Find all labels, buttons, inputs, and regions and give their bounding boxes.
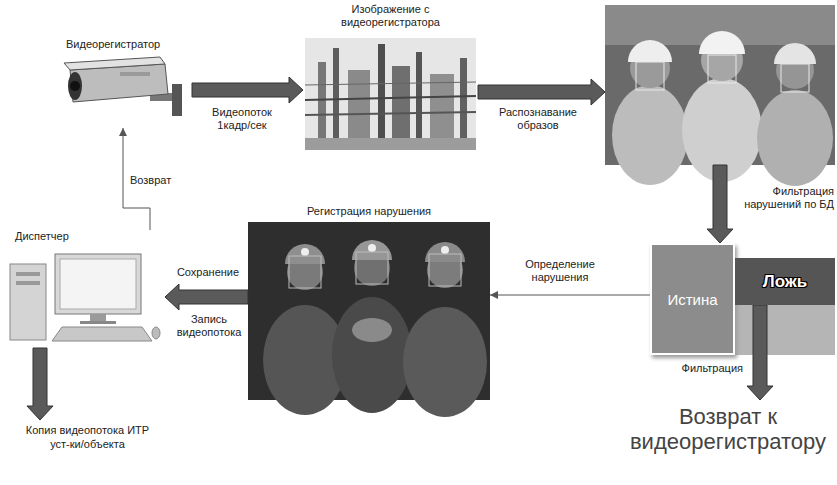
block-arrow bbox=[707, 165, 733, 243]
camera-node: Видеорегистратор bbox=[58, 38, 192, 128]
recognition-photo-part bbox=[774, 43, 816, 64]
plant-picture-part bbox=[318, 62, 326, 142]
true-box: Истина bbox=[650, 243, 735, 355]
node-text: Истина bbox=[667, 291, 717, 308]
camera-picture-part bbox=[70, 64, 168, 102]
recognition-photo-part bbox=[628, 40, 672, 62]
block-arrow-shape bbox=[165, 284, 248, 310]
node-text: Регистрация нарушения bbox=[248, 205, 490, 218]
block-arrow bbox=[478, 79, 605, 105]
computer-picture-part bbox=[90, 314, 106, 322]
violation-photo-part bbox=[429, 254, 461, 286]
node-text: Копия видеопотока ИТР уст-ки/объекта bbox=[25, 424, 150, 452]
block-arrow bbox=[165, 284, 248, 310]
recognition-photo bbox=[605, 5, 835, 186]
false-box: Ложь bbox=[735, 258, 835, 305]
plant-picture-part bbox=[392, 66, 410, 142]
edge-label: Фильтрация bbox=[663, 362, 743, 375]
camera-picture-part bbox=[120, 72, 150, 76]
camera-picture-part bbox=[68, 72, 82, 100]
violation-photo-part bbox=[301, 248, 309, 256]
arrow-head bbox=[119, 128, 127, 136]
violation-photo-part bbox=[368, 244, 376, 252]
edge-label: Распознавание образов bbox=[488, 106, 588, 132]
computer-picture-part bbox=[152, 327, 160, 339]
violation-photo-part bbox=[425, 242, 465, 262]
violation-photo-part bbox=[332, 297, 412, 413]
violation-photo-part bbox=[352, 240, 392, 260]
node-text: Изображение с видеорегистратора bbox=[303, 3, 478, 29]
computer-picture-part bbox=[10, 264, 46, 340]
block-arrow-shape bbox=[192, 77, 303, 103]
decision-band-part bbox=[735, 305, 835, 355]
dispatcher-node: Диспетчер bbox=[5, 230, 165, 348]
photo-node bbox=[605, 5, 835, 165]
camera-picture bbox=[64, 57, 182, 116]
violation-photo-part bbox=[289, 256, 321, 288]
camera-picture-part bbox=[70, 81, 80, 91]
block-arrow bbox=[747, 305, 773, 400]
plant-picture-part bbox=[378, 44, 385, 142]
image-node: Изображение с видеорегистратора bbox=[303, 3, 478, 153]
plant-picture-part bbox=[460, 58, 467, 142]
edge-label: Фильтрация нарушений по БД bbox=[737, 185, 834, 211]
recognition-photo-part bbox=[708, 55, 736, 83]
note-label: Запись видеопотока bbox=[170, 313, 248, 339]
plant-picture bbox=[305, 38, 476, 150]
return-node: Возврат к видеорегистратору bbox=[622, 400, 834, 460]
computer-picture-part bbox=[52, 327, 152, 341]
plant-picture-part bbox=[305, 82, 476, 85]
edge-label: Видеопоток 1кадр/сек bbox=[196, 106, 288, 132]
edge-label: Возврат bbox=[130, 174, 190, 187]
block-arrow bbox=[192, 77, 303, 103]
computer-picture bbox=[10, 254, 160, 341]
plant-picture-part bbox=[333, 48, 339, 142]
node-text: Возврат к видеорегистратору bbox=[622, 404, 834, 455]
copy-node: Копия видеопотока ИТР уст-ки/объекта bbox=[25, 420, 150, 460]
arrow-head bbox=[490, 291, 498, 299]
recognition-photo-part bbox=[699, 31, 745, 54]
plant-picture-part bbox=[305, 138, 476, 150]
plant-picture-part bbox=[305, 96, 476, 100]
camera-picture-part bbox=[172, 84, 182, 116]
recognition-photo-part bbox=[757, 90, 833, 186]
violation-photo-part bbox=[352, 318, 392, 342]
computer-picture-part bbox=[16, 281, 40, 285]
computer-picture-part bbox=[55, 254, 141, 314]
computer-picture-part bbox=[60, 259, 136, 309]
recognition-photo-part bbox=[781, 64, 809, 92]
plant-picture-part bbox=[430, 74, 454, 142]
node-text: Видеорегистратор bbox=[58, 38, 192, 51]
edge-label: Определение нарушения bbox=[510, 258, 610, 284]
decision-band bbox=[735, 305, 835, 355]
edge-label: Сохранение bbox=[170, 266, 246, 279]
block-arrow-shape bbox=[707, 165, 733, 243]
recognition-photo-part bbox=[636, 62, 664, 90]
node-text: Ложь bbox=[763, 272, 808, 292]
plant-picture-part bbox=[305, 38, 476, 150]
violation-photo-part bbox=[356, 252, 388, 284]
computer-picture-part bbox=[16, 272, 40, 276]
flow-line bbox=[490, 295, 650, 296]
block-arrow-shape bbox=[27, 348, 53, 420]
node-text: Диспетчер bbox=[5, 230, 165, 243]
violation-photo-part bbox=[441, 246, 449, 254]
violation-photo-part bbox=[403, 307, 487, 417]
plant-picture-part bbox=[305, 112, 476, 115]
recognition-photo-part bbox=[612, 85, 688, 185]
block-arrow bbox=[27, 348, 53, 420]
camera-picture-part bbox=[64, 57, 165, 70]
block-arrow-shape bbox=[747, 305, 773, 400]
violation-photo bbox=[248, 222, 490, 417]
block-arrow-shape bbox=[478, 79, 605, 105]
violation-photo-part bbox=[285, 244, 325, 264]
computer-picture-part bbox=[80, 321, 116, 324]
violation-node: Регистрация нарушения bbox=[248, 205, 490, 401]
plant-picture-part bbox=[348, 70, 370, 142]
flow-arrow bbox=[490, 291, 650, 299]
